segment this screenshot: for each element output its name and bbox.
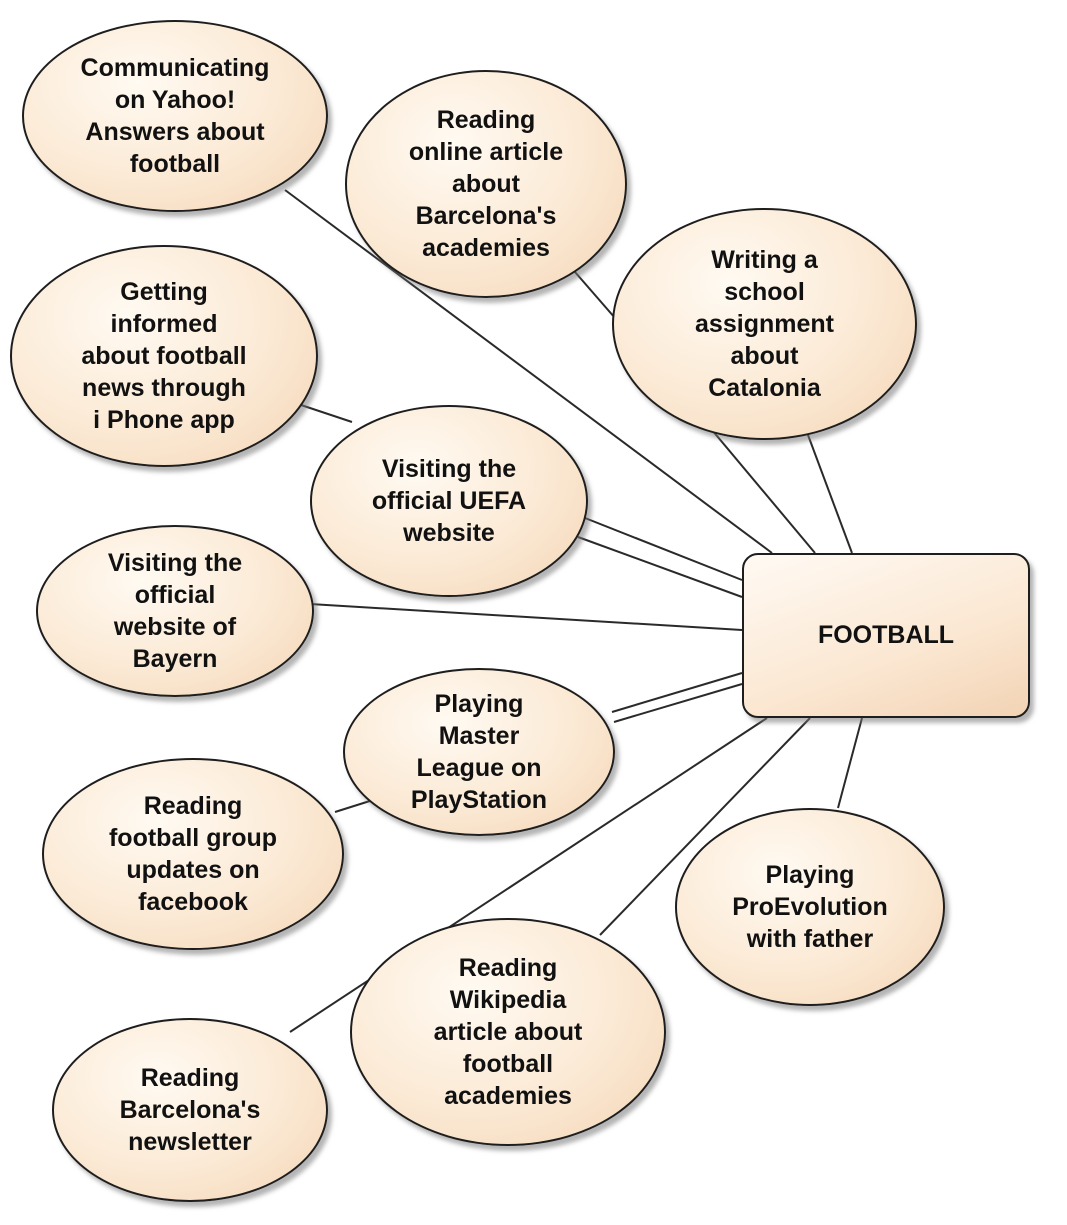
node-label: Writing a school assignment about Catalo… xyxy=(695,246,834,402)
node-wikipedia: Reading Wikipedia article about football… xyxy=(350,918,666,1146)
node-label: Reading Barcelona's newsletter xyxy=(119,1064,261,1156)
node-facebook: Reading football group updates on facebo… xyxy=(42,758,344,950)
edge-bayern xyxy=(309,603,743,631)
node-label: Reading football group updates on facebo… xyxy=(108,792,278,916)
edge-uefa-2 xyxy=(577,536,743,598)
node-label: Communicating on Yahoo! Answers about fo… xyxy=(80,54,270,178)
edge-yahoo xyxy=(284,189,773,554)
edge-master-league-1 xyxy=(611,672,743,713)
edge-proevolution xyxy=(837,717,863,809)
node-proevolution: Playing ProEvolution with father xyxy=(675,808,945,1006)
node-yahoo: Communicating on Yahoo! Answers about fo… xyxy=(22,20,328,212)
central-topic-box: FOOTBALL xyxy=(742,553,1030,718)
node-label: Playing Master League on PlayStation xyxy=(410,690,548,814)
node-uefa: Visiting the official UEFA website xyxy=(310,405,588,597)
node-newsletter: Reading Barcelona's newsletter xyxy=(52,1018,328,1202)
node-iphone: Getting informed about football news thr… xyxy=(10,245,318,467)
node-label: Getting informed about football news thr… xyxy=(81,278,247,434)
node-school: Writing a school assignment about Catalo… xyxy=(612,208,917,440)
edge-barca-academies xyxy=(574,271,616,319)
node-label: Visiting the official UEFA website xyxy=(371,455,527,547)
edge-iphone xyxy=(291,401,353,423)
edge-facebook xyxy=(334,799,374,813)
node-label: Reading Wikipedia article about football… xyxy=(433,954,583,1110)
central-topic-label: FOOTBALL xyxy=(817,621,955,649)
edge-wikipedia xyxy=(599,717,811,936)
node-label: Visiting the official website of Bayern xyxy=(107,549,243,673)
edge-master-league-2 xyxy=(613,683,743,723)
node-master-league: Playing Master League on PlayStation xyxy=(343,668,615,836)
edge-school-left xyxy=(711,429,816,554)
node-bayern: Visiting the official website of Bayern xyxy=(36,525,314,697)
node-barca-academies: Reading online article about Barcelona's… xyxy=(345,70,627,298)
edge-school-right xyxy=(807,434,853,554)
node-label: Reading online article about Barcelona's… xyxy=(408,106,564,262)
node-label: Playing ProEvolution with father xyxy=(732,861,888,953)
edge-uefa-1 xyxy=(584,517,743,581)
